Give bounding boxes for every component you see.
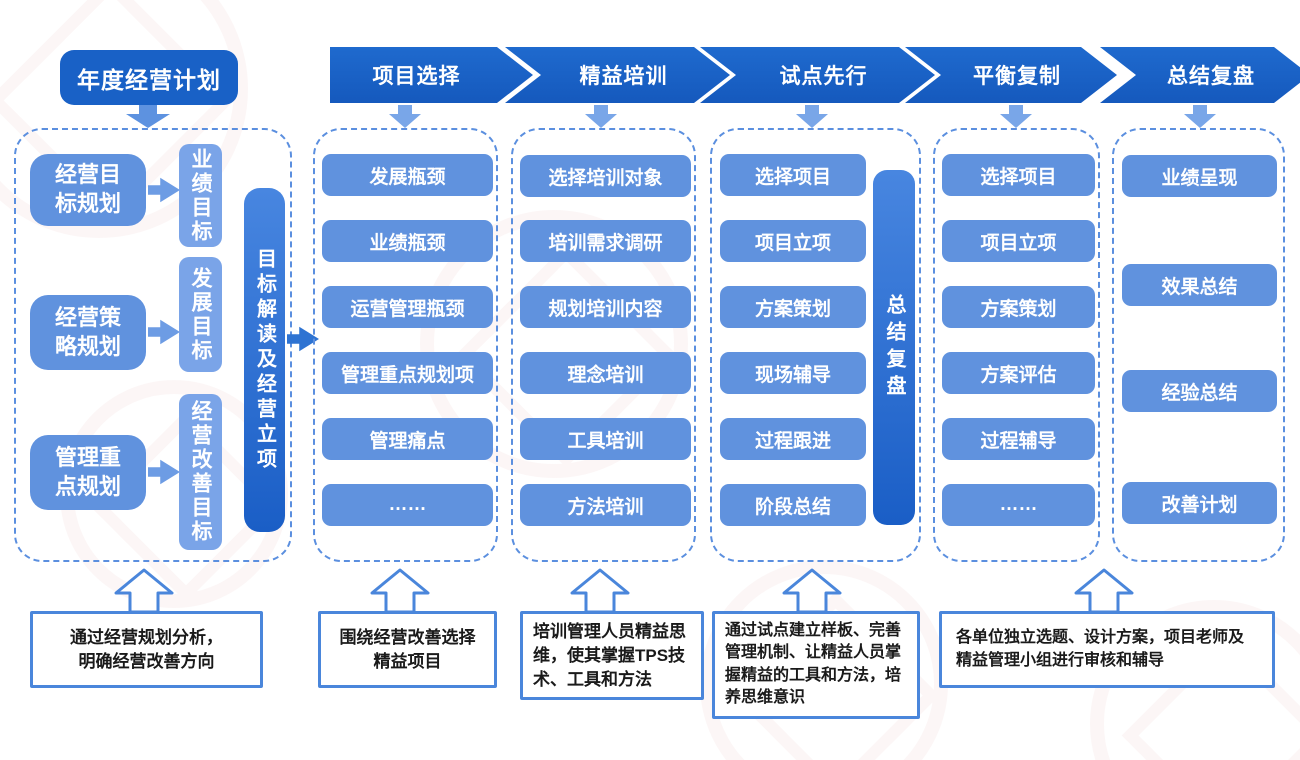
down-arrow-icon <box>389 105 421 128</box>
stage-1-item-6: …… <box>322 484 493 526</box>
stage-header-2: 精益培训 <box>505 47 730 103</box>
stage-3-item-1: 选择项目 <box>720 154 866 196</box>
stage-3-item-2: 项目立项 <box>720 220 866 262</box>
note-box: 通过经营规划分析， 明确经营改善方向 <box>30 611 263 688</box>
stage-2-item-1: 选择培训对象 <box>520 155 691 197</box>
down-arrow-icon <box>796 105 828 128</box>
stage-1-item-4: 管理重点规划项 <box>322 352 493 394</box>
down-arrow-icon <box>126 105 170 128</box>
stage-header-3: 试点先行 <box>700 47 935 103</box>
right-arrow-icon <box>148 173 180 207</box>
right-arrow-icon <box>148 315 180 349</box>
stage-5-item-3: 经验总结 <box>1122 370 1277 412</box>
stage-3-item-5: 过程跟进 <box>720 418 866 460</box>
stage-4-item-5: 过程辅导 <box>942 418 1095 460</box>
stage-3-item-6: 阶段总结 <box>720 484 866 526</box>
stage-1-item-1: 发展瓶颈 <box>322 154 493 196</box>
plan-target-box: 经营改善目标 <box>179 394 222 550</box>
stage-4-item-2: 项目立项 <box>942 220 1095 262</box>
plan-target-box: 发展目标 <box>179 257 222 372</box>
stage-1-item-2: 业绩瓶颈 <box>322 220 493 262</box>
stage-panel-4: 选择项目项目立项方案策划方案评估过程辅导 …… <box>933 128 1100 562</box>
up-arrow-icon <box>113 568 175 614</box>
stage-3-item-3: 方案策划 <box>720 286 866 328</box>
stage-1-item-3: 运营管理瓶颈 <box>322 286 493 328</box>
stage-2-item-3: 规划培训内容 <box>520 286 691 328</box>
down-arrow-icon <box>1184 105 1216 128</box>
stage-panel-1: 发展瓶颈业绩瓶颈运营管理瓶颈管理重点规划项管理痛点 …… <box>313 128 498 562</box>
stage-4-item-6: …… <box>942 484 1095 526</box>
annual-plan-node: 年度经营计划 <box>60 50 238 105</box>
down-arrow-icon <box>1000 105 1032 128</box>
stage-header-4: 平衡复制 <box>905 47 1117 103</box>
stage-panel-2: 选择培训对象培训需求调研规划培训内容理念培训工具培训方法培训 <box>511 128 696 562</box>
note-box: 各单位独立选题、设计方案，项目老师及 精益管理小组进行审核和辅导 <box>939 611 1275 688</box>
stage-header-5: 总结复盘 <box>1100 47 1300 103</box>
plan-source-box: 经营目 标规划 <box>30 154 146 226</box>
right-arrow-icon <box>287 322 319 356</box>
note-box: 围绕经营改善选择 精益项目 <box>318 611 497 688</box>
stage-3-item-4: 现场辅导 <box>720 352 866 394</box>
stage-panel-3: 选择项目项目立项方案策划现场辅导过程跟进阶段总结总结复盘 <box>710 128 921 562</box>
up-arrow-icon <box>1073 568 1135 614</box>
plan-source-box: 经营策 略规划 <box>30 295 146 370</box>
stage-summary-bar: 总结复盘 <box>873 170 915 525</box>
plan-target-box: 业绩目标 <box>179 144 222 247</box>
stage-5-item-1: 业绩呈现 <box>1122 155 1277 197</box>
stage-2-item-2: 培训需求调研 <box>520 220 691 262</box>
note-box: 通过试点建立样板、完善 管理机制、让精益人员掌 握精益的工具和方法，培 养思维意… <box>712 611 920 719</box>
stage-5-item-2: 效果总结 <box>1122 264 1277 306</box>
stage-1-item-5: 管理痛点 <box>322 418 493 460</box>
note-box: 培训管理人员精益思 维，使其掌握TPS技 术、工具和方法 <box>520 611 704 701</box>
up-arrow-icon <box>569 568 631 614</box>
stage-panel-5: 业绩呈现效果总结经验总结改善计划 <box>1112 128 1285 562</box>
stage-2-item-4: 理念培训 <box>520 352 691 394</box>
goal-breakdown-bar: 目标解读及经营立项 <box>244 188 285 532</box>
up-arrow-icon <box>369 568 431 614</box>
down-arrow-icon <box>585 105 617 128</box>
up-arrow-icon <box>781 568 843 614</box>
stage-4-item-3: 方案策划 <box>942 286 1095 328</box>
stage-2-item-5: 工具培训 <box>520 418 691 460</box>
stage-5-item-4: 改善计划 <box>1122 482 1277 524</box>
plan-source-box: 管理重 点规划 <box>30 435 146 510</box>
right-arrow-icon <box>148 455 180 489</box>
stage-4-item-1: 选择项目 <box>942 154 1095 196</box>
planning-panel: 经营目 标规划 经营策 略规划 管理重 点规划 业绩目标 发展目标 经营改善目标… <box>14 128 292 562</box>
stage-4-item-4: 方案评估 <box>942 352 1095 394</box>
stage-2-item-6: 方法培训 <box>520 484 691 526</box>
stage-header-1: 项目选择 <box>330 47 533 103</box>
